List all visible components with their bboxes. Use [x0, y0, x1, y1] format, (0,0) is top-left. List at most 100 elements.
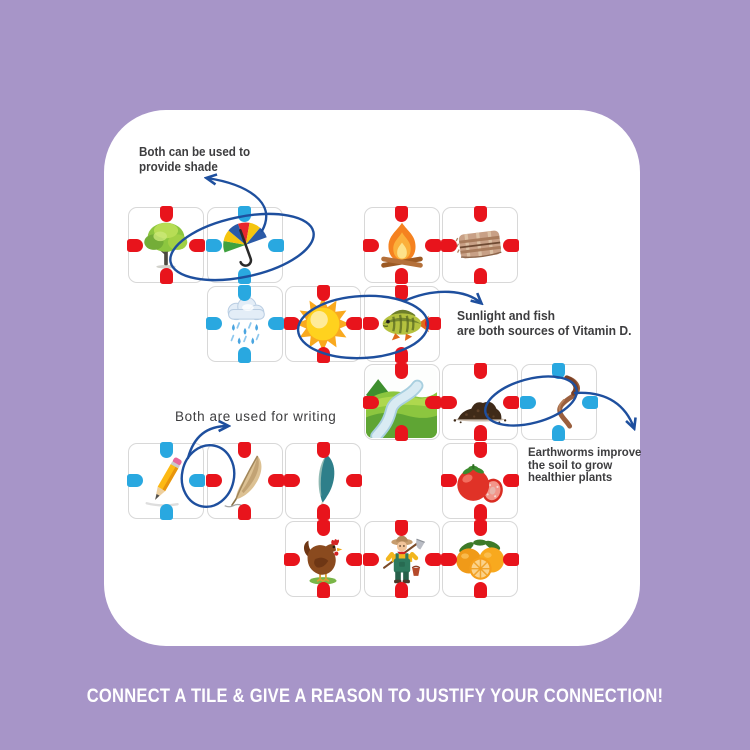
- connector-right: [267, 317, 284, 330]
- connector-left: [127, 238, 143, 252]
- connector-bottom: [316, 346, 330, 363]
- connector-left: [284, 552, 300, 566]
- connector-top: [159, 441, 173, 458]
- connector-right: [581, 395, 598, 409]
- connector-bottom: [316, 582, 330, 598]
- connector-left: [284, 317, 300, 330]
- connector-left: [362, 395, 379, 409]
- feather-icon: [294, 452, 352, 510]
- blanket-icon: [451, 216, 509, 274]
- tile-campfire[interactable]: [362, 206, 441, 284]
- connector-right: [503, 474, 519, 487]
- connector-right: [189, 474, 205, 487]
- tile-river[interactable]: [362, 363, 441, 441]
- connector-left: [284, 474, 300, 487]
- connector-left: [441, 474, 457, 487]
- tile-tree[interactable]: [127, 206, 205, 284]
- connector-right: [346, 552, 362, 566]
- earthworm-icon: [530, 373, 588, 431]
- connector-top: [316, 520, 330, 536]
- oranges-icon: [451, 530, 509, 588]
- annotation-vitamin-d-line-1: Sunlight and fish: [457, 308, 556, 323]
- connector-right: [503, 552, 519, 566]
- tile-farmer[interactable]: [362, 520, 441, 598]
- connector-top: [316, 284, 330, 301]
- connector-top: [473, 520, 487, 536]
- tile-feather[interactable]: [284, 441, 362, 520]
- connector-bottom: [238, 346, 251, 363]
- tile-hen[interactable]: [284, 520, 362, 598]
- connector-top: [473, 206, 487, 222]
- tile-tomato[interactable]: [441, 441, 519, 520]
- connector-bottom: [552, 425, 565, 441]
- tile-oranges[interactable]: [441, 520, 519, 598]
- hen-icon: [294, 530, 352, 588]
- connector-right: [346, 474, 362, 487]
- connector-left: [519, 395, 536, 409]
- connector-left: [205, 238, 222, 252]
- connector-bottom: [395, 425, 408, 441]
- connector-left: [205, 474, 222, 487]
- connector-bottom: [316, 503, 330, 520]
- connector-left: [205, 317, 222, 330]
- connector-right: [267, 474, 284, 487]
- connector-top: [395, 206, 408, 222]
- connector-bottom: [473, 425, 487, 441]
- umbrella-icon: [216, 216, 274, 274]
- farmer-icon: [373, 530, 431, 588]
- connector-left: [441, 238, 457, 252]
- connector-left: [441, 395, 457, 409]
- tomato-icon: [451, 452, 509, 510]
- tile-rain-cloud[interactable]: [205, 284, 284, 363]
- connector-right: [189, 238, 205, 252]
- connector-left: [441, 552, 457, 566]
- connector-left: [362, 317, 379, 330]
- connector-top: [238, 284, 251, 301]
- connector-top: [473, 363, 487, 379]
- connector-top: [238, 206, 251, 222]
- connector-bottom: [395, 582, 408, 598]
- connector-top: [473, 441, 487, 458]
- annotation-shade-line-1: Both can be used to: [139, 145, 251, 159]
- connector-bottom: [238, 503, 251, 520]
- connector-bottom: [473, 503, 487, 520]
- tile-quill[interactable]: [205, 441, 284, 520]
- tile-fish[interactable]: [362, 284, 441, 363]
- sun-icon: [294, 295, 352, 353]
- connector-right: [503, 238, 519, 252]
- connector-right: [424, 317, 441, 330]
- connector-bottom: [395, 268, 408, 284]
- connector-right: [503, 395, 519, 409]
- connector-left: [362, 552, 379, 566]
- footer-instruction: CONNECT A TILE & GIVE A REASON TO JUSTIF…: [86, 686, 664, 707]
- tile-soil[interactable]: [441, 363, 519, 441]
- annotation-writing: Both are used for writing: [175, 409, 336, 424]
- connector-bottom: [159, 503, 173, 520]
- connector-top: [552, 363, 565, 379]
- connector-right: [346, 317, 362, 330]
- annotation-earthworms-line-2: the soil to grow: [528, 457, 613, 472]
- tile-earthworm[interactable]: [519, 363, 598, 441]
- connector-top: [395, 363, 408, 379]
- tile-sun[interactable]: [284, 284, 362, 363]
- tile-umbrella[interactable]: [205, 206, 284, 284]
- fish-icon: [373, 295, 431, 353]
- connector-left: [127, 474, 143, 487]
- connector-bottom: [159, 268, 173, 284]
- annotation-writing-line-1: Both are used for writing: [175, 409, 337, 424]
- connector-top: [159, 206, 173, 222]
- connector-bottom: [238, 268, 251, 284]
- pencil-icon: [137, 452, 195, 510]
- quill-icon: [216, 452, 274, 510]
- connector-top: [316, 441, 330, 458]
- tile-pencil[interactable]: [127, 441, 205, 520]
- annotation-earthworms-line-1: Earthworms improve: [528, 445, 642, 459]
- connector-right: [424, 395, 441, 409]
- tile-blanket[interactable]: [441, 206, 519, 284]
- connector-right: [424, 552, 441, 566]
- connector-top: [238, 441, 251, 458]
